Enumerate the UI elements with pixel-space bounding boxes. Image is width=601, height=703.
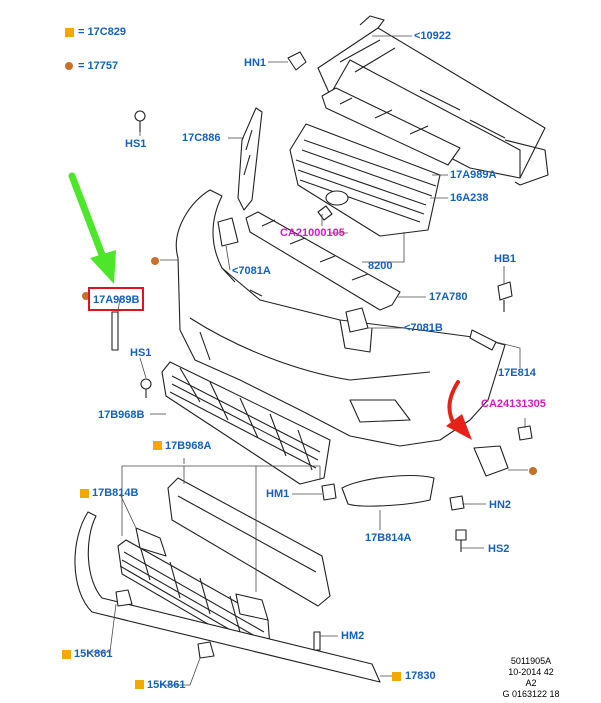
- legend-dot-marker: [65, 62, 73, 70]
- label-15k861-a: 15K861: [74, 648, 113, 660]
- label-17b814a: 17B814A: [365, 532, 412, 544]
- absorber-bracket: [321, 87, 461, 166]
- tow-hook-cover: [473, 445, 509, 477]
- dot-marker-17a989b: [82, 292, 90, 300]
- label-hn2: HN2: [489, 499, 512, 511]
- reference-line-4: G 0163122 18: [502, 689, 560, 699]
- label-hs2: HS2: [488, 543, 510, 555]
- grille-trim-17b968a: [167, 477, 331, 607]
- label-7081a: <7081A: [232, 265, 271, 277]
- legend-square-text: = 17C829: [78, 26, 127, 38]
- label-7081b: <7081B: [404, 322, 443, 334]
- green-arrow-icon: [68, 172, 116, 284]
- fog-bezel-17b814b: [135, 527, 167, 557]
- legend-square-marker: [65, 28, 74, 37]
- label-8200: 8200: [368, 260, 393, 272]
- dot-marker-bumper: [151, 257, 159, 265]
- label-17830: 17830: [405, 670, 436, 682]
- label-hm1: HM1: [266, 488, 290, 500]
- label-15k861-b: 15K861: [147, 679, 186, 691]
- legend-dot-text: = 17757: [78, 60, 119, 72]
- reference-line-3: A2: [525, 678, 537, 688]
- label-17a989b: 17A989B: [93, 294, 140, 306]
- square-marker-15k861-b: [135, 680, 144, 689]
- square-marker-17830: [392, 672, 401, 681]
- square-marker-17b968a: [153, 441, 162, 450]
- upper-cover-8200: [245, 211, 401, 311]
- label-hm2: HM2: [341, 630, 365, 642]
- bracket-17c886: [237, 107, 263, 211]
- square-marker-15k861-a: [62, 650, 71, 659]
- bumper-reinforcement-beam: [317, 15, 549, 186]
- label-hn1-top: HN1: [244, 57, 267, 69]
- label-17a780: 17A780: [429, 291, 468, 303]
- lower-grille-17b968b: [161, 361, 331, 485]
- reference-line-1: 5011905A: [510, 656, 552, 666]
- leader-lines: [88, 35, 528, 686]
- square-marker-17b814b: [80, 489, 89, 498]
- lip-spoiler-17830: [74, 511, 381, 683]
- label-ca24131305: CA24131305: [481, 398, 546, 410]
- red-arrow-icon: [446, 380, 472, 440]
- bumper-cover: [175, 189, 506, 447]
- label-hs1-mid: HS1: [130, 347, 152, 359]
- reference-line-2: 10-2014 42: [508, 667, 554, 677]
- fog-bezel-right: [235, 593, 269, 621]
- bracket-7081a: [217, 217, 239, 247]
- dot-marker-tow: [529, 467, 537, 475]
- label-17b968a: 17B968A: [165, 440, 212, 452]
- highlight-17a989b: 17A989B: [88, 287, 145, 311]
- reference-block: 5011905A 10-2014 42 A2 G 0163122 18: [476, 656, 586, 700]
- bracket-7081b: [345, 307, 369, 333]
- label-17b968b: 17B968B: [98, 409, 145, 421]
- fasteners: [111, 51, 533, 659]
- label-hb1: HB1: [494, 253, 517, 265]
- label-17c886: 17C886: [182, 132, 221, 144]
- label-17e814: 17E814: [498, 367, 536, 379]
- label-hs1-top: HS1: [125, 138, 147, 150]
- radiator-grille: [289, 123, 441, 237]
- label-17b814b: 17B814B: [92, 487, 139, 499]
- label-16a238: 16A238: [450, 192, 489, 204]
- label-ca21000105: CA21000105: [280, 227, 345, 239]
- fog-bezel-17b814a: [341, 475, 435, 507]
- bracket-17e814: [469, 329, 497, 351]
- label-17a989a: 17A989A: [450, 169, 497, 181]
- label-10922: <10922: [414, 30, 452, 42]
